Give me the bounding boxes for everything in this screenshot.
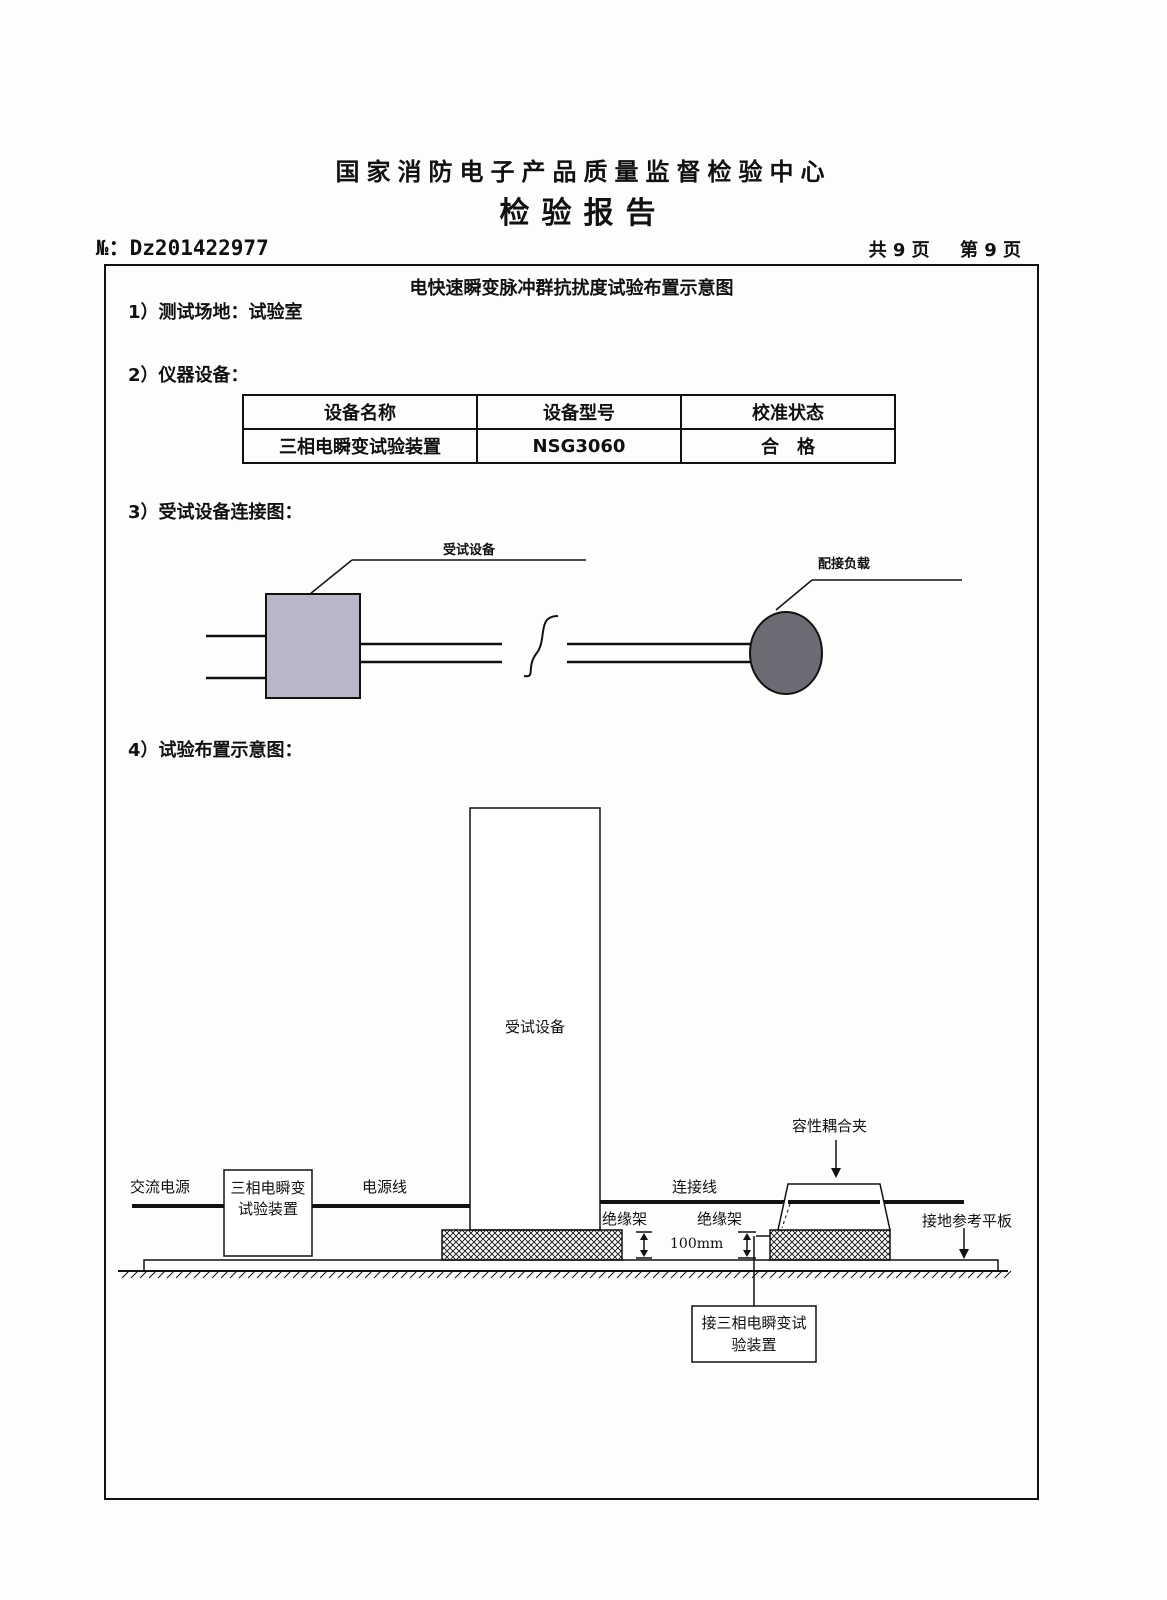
coupling-clamp [777,1183,891,1231]
generator-label: 三相电瞬变试验装置 [230,1179,306,1218]
load-circle [749,611,823,695]
connection-line-label: 连接线 [672,1178,718,1196]
table-header-row: 设备名称 设备型号 校准状态 [242,394,896,430]
report-number: №：Dz201422977 [96,236,269,260]
to-generator-box [691,1305,817,1363]
page-indicator: 共 9 页 第 9 页 [845,236,1021,262]
insulation-label-right: 绝缘架 [697,1210,743,1228]
to-generator-label: 接三相电瞬变试验装置 [701,1314,807,1354]
organization-name: 国家消防电子产品质量监督检验中心 [335,158,832,186]
table-header-cell: 设备名称 [242,394,478,430]
current-page: 第 9 页 [959,240,1021,261]
table-row: 三相电瞬变试验装置 NSG3060 合 格 [242,428,896,464]
table-cell: 合 格 [680,428,896,464]
section-connection-diagram: 3）受试设备连接图： [128,502,303,523]
equipment-table: 设备名称 设备型号 校准状态 三相电瞬变试验装置 NSG3060 合 格 [242,394,896,464]
section-layout-diagram: 4）试验布置示意图： [128,740,303,761]
eut-box [265,593,361,699]
coupling-clamp-label: 容性耦合夹 [792,1117,868,1135]
section-instruments: 2）仪器设备： [128,365,249,386]
ground-plane-label: 接地参考平板 [922,1212,1013,1230]
report-title: 检验报告 [499,196,668,231]
section-test-site: 1）测试场地：试验室 [128,302,303,323]
ground-reference-plane [143,1259,999,1272]
eut-label: 受试设备 [443,543,496,558]
table-header-cell: 设备型号 [476,394,682,430]
insulation-support-left [441,1229,623,1261]
insulation-label-left: 绝缘架 [602,1210,648,1228]
ac-power-label: 交流电源 [130,1178,191,1196]
total-pages: 共 9 页 [868,240,930,261]
eut-tall-label: 受试设备 [504,1018,565,1036]
eut-tall-box [469,807,601,1231]
power-line-label: 电源线 [362,1178,408,1196]
table-cell: NSG3060 [476,428,682,464]
load-label: 配接负载 [818,557,871,572]
frame-title: 电快速瞬变脉冲群抗扰度试验布置示意图 [409,278,734,299]
content-frame [104,264,1039,1500]
table-cell: 三相电瞬变试验装置 [242,428,478,464]
generator-box [223,1169,313,1257]
height-label: 100mm [670,1236,724,1252]
insulation-support-right [769,1229,891,1261]
table-header-cell: 校准状态 [680,394,896,430]
